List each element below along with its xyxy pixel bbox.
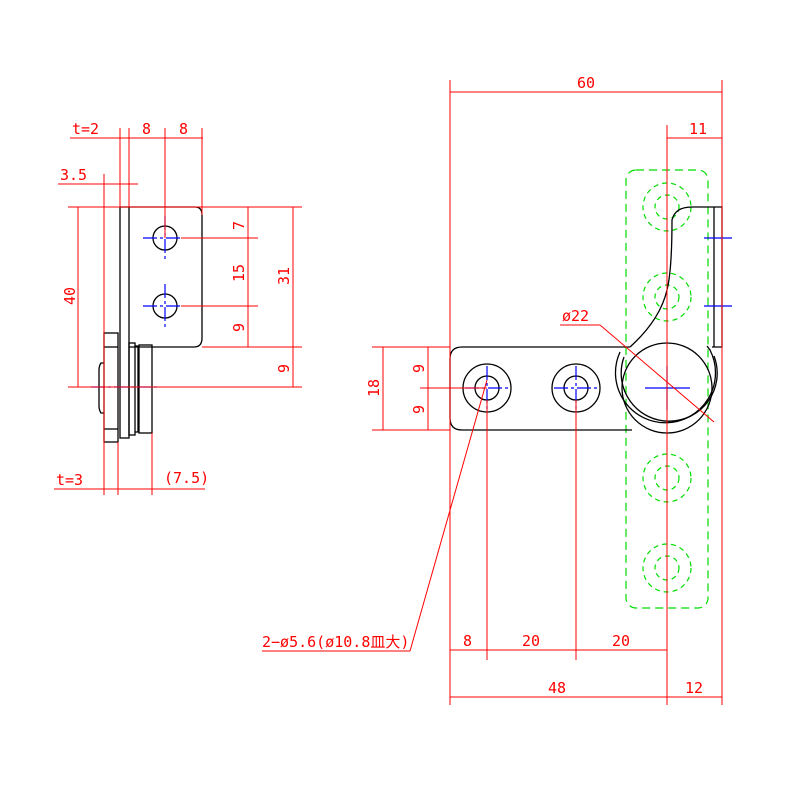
dim-hole-pitch: 15 [230,264,248,282]
side-view: t=2 8 8 3.5 40 7 15 9 31 9 t=3 (7.5) [54,120,302,495]
leaf-curve [629,206,723,348]
dim-offset: 3.5 [60,166,87,184]
dim-pivot-edge: 12 [685,679,703,697]
dim-pivot-diameter: ø22 [562,307,589,325]
dim-overall-width: 60 [577,74,595,92]
front-center-lines [465,237,732,410]
dim-hole-bottom: 9 [230,323,248,332]
dim-hole-pivot: 20 [612,632,630,650]
dim-thickness-bottom: t=3 [56,471,83,489]
washer [128,342,136,436]
disc [138,344,153,434]
front-dimension-lines [262,80,723,705]
dim-arm-half-bottom: 9 [410,405,428,414]
dim-hole-top: 7 [230,221,248,230]
side-dimension-lines [54,128,302,495]
dim-to-pivot: 48 [548,679,566,697]
pivot-outer [614,345,717,424]
dim-arm-half-top: 9 [410,364,428,373]
dim-hole-pitch: 20 [522,632,540,650]
dim-arm-height: 18 [365,379,383,397]
dim-height-total: 40 [61,287,79,305]
dim-flange-height: 31 [275,267,293,285]
dim-right-offset: 11 [689,120,707,138]
dim-edge-hole: 8 [463,632,472,650]
dim-width-1: 8 [142,120,151,138]
dim-thickness-top: t=2 [72,120,99,138]
side-view-outline [98,206,203,443]
dim-ref-width: (7.5) [164,469,209,487]
front-view: 60 11 ø22 18 9 9 2−ø5.6(ø10.8皿大) 8 20 20… [262,74,732,705]
dim-axis-offset: 9 [275,364,293,373]
hole-callout: 2−ø5.6(ø10.8皿大) [262,633,409,651]
dim-width-2: 8 [179,120,188,138]
